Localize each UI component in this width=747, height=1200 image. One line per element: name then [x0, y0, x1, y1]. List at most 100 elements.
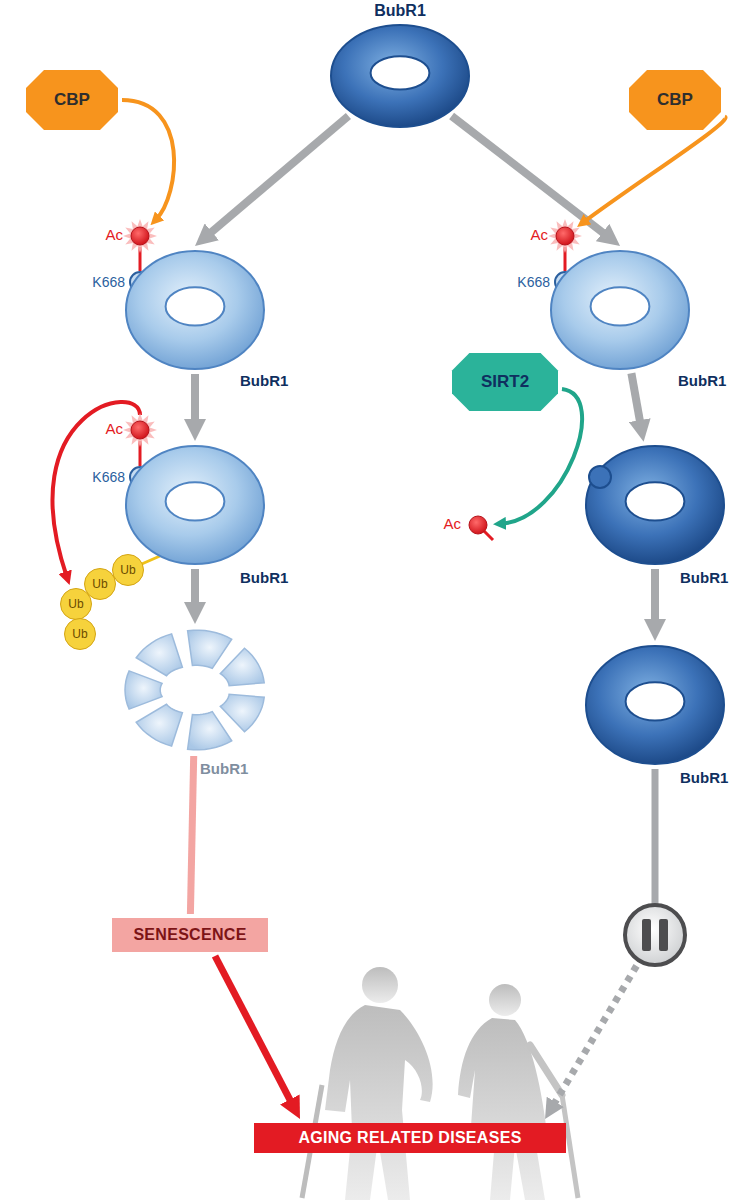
- outcome-label: AGING RELATED DISEASES: [298, 1129, 521, 1147]
- connector: [195, 569, 196, 611]
- enzyme-name: CBP: [657, 90, 693, 110]
- enzyme-octagon: CBP: [26, 70, 118, 130]
- connector: [215, 956, 294, 1107]
- connector: [190, 756, 193, 914]
- protein-fragment: [136, 704, 182, 746]
- acetyl-stem: [484, 531, 493, 540]
- ubiquitin-label: Ub: [92, 577, 107, 591]
- text-holder: Ub: [61, 589, 91, 619]
- ubiquitin: Ub: [64, 618, 96, 650]
- connector-line: [205, 116, 348, 238]
- acetyl-dot: [131, 421, 149, 439]
- text-holder: CBP: [629, 70, 721, 130]
- connector: [205, 116, 348, 238]
- connector-line: [190, 756, 193, 914]
- protein-shape: [330, 24, 470, 128]
- connector-line: [583, 117, 725, 223]
- bubr1-protein: BubR1: [585, 445, 725, 565]
- connector-line: [215, 956, 294, 1107]
- connector-line: [651, 569, 659, 628]
- connector-line: [652, 769, 659, 935]
- protein-label: BubR1: [374, 2, 426, 20]
- connector-line: [52, 402, 140, 577]
- octagon-fill: [629, 70, 721, 130]
- acetyl-group: Ac: [129, 419, 151, 441]
- connector: [655, 569, 656, 628]
- protein-shape: [125, 250, 265, 370]
- protein-shape: [585, 445, 725, 565]
- bubr1-protein: BubR1: [550, 250, 690, 370]
- outcome-band: SENESCENCE: [112, 918, 268, 952]
- connector: [52, 402, 140, 577]
- protein-shape: [585, 645, 725, 765]
- protein-fragment: [220, 648, 264, 685]
- ubiquitin-label: Ub: [72, 627, 87, 641]
- acetyl-glow: [123, 219, 157, 253]
- residue-label: K668: [517, 274, 550, 290]
- deacetylated-k668-site: [589, 466, 611, 488]
- acetyl-label: Ac: [443, 515, 461, 532]
- protein-shape: [125, 445, 265, 565]
- ubiquitin-label: Ub: [120, 563, 135, 577]
- protein-ring: [586, 446, 724, 564]
- acetyl-mark: [554, 225, 576, 247]
- text-holder: SENESCENCE: [112, 918, 268, 952]
- text-holder: Ub: [65, 619, 95, 649]
- text-holder: CBP: [26, 70, 118, 130]
- protein-label: BubR1: [680, 569, 728, 586]
- protein-label: BubR1: [240, 569, 288, 586]
- text-holder: Ub: [113, 555, 143, 585]
- bubr1-protein: BubR1: [585, 645, 725, 765]
- protein-ring: [126, 446, 264, 564]
- connector-line: [551, 935, 655, 1109]
- protein-label: BubR1: [240, 372, 288, 389]
- protein-shape: [123, 628, 267, 752]
- residue-label: K668: [92, 274, 125, 290]
- acetyl-label: Ac: [530, 226, 548, 243]
- protein-fragment: [136, 634, 182, 676]
- protein-fragment: [220, 694, 264, 731]
- protein-ring: [331, 25, 469, 127]
- acetyl-group: Ac: [554, 225, 576, 247]
- degraded-bubr1: BubR1: [123, 628, 267, 752]
- connector-line: [122, 100, 174, 220]
- ubiquitin-label: Ub: [68, 597, 83, 611]
- protein-fragment: [188, 630, 232, 668]
- bubr1-protein: BubR1: [125, 445, 265, 565]
- text-holder: SIRT2: [452, 353, 558, 411]
- connector: [631, 373, 641, 429]
- acetyl-glow: [548, 219, 582, 253]
- residue-label: K668: [92, 469, 125, 485]
- octagon-fill: [26, 70, 118, 130]
- connector: [583, 117, 725, 223]
- outcome-band: AGING RELATED DISEASES: [254, 1123, 566, 1153]
- acetyl-group: Ac: [467, 514, 489, 536]
- outcome-label: SENESCENCE: [133, 926, 246, 944]
- ubiquitin: Ub: [60, 588, 92, 620]
- enzyme-name: SIRT2: [481, 372, 529, 392]
- connector-line: [191, 374, 199, 428]
- text-holder: AGING RELATED DISEASES: [254, 1123, 566, 1153]
- bubr1-protein: BubR1: [125, 250, 265, 370]
- acetyl-label: Ac: [105, 420, 123, 437]
- octagon-fill: [452, 353, 558, 411]
- enzyme-octagon: CBP: [629, 70, 721, 130]
- acetyl-group: Ac: [129, 225, 151, 247]
- connector-line: [191, 569, 199, 611]
- acetyl-mark: [129, 225, 151, 247]
- protein-fragment: [125, 671, 162, 709]
- protein-ring: [586, 646, 724, 764]
- acetyl-dot: [131, 227, 149, 245]
- acetyl-mark: [467, 514, 489, 536]
- acetyl-dot: [556, 227, 574, 245]
- protein-ring: [126, 251, 264, 369]
- pause-symbol: [625, 905, 685, 965]
- bubr1-protein: BubR1: [330, 24, 470, 128]
- protein-ring: [551, 251, 689, 369]
- enzyme-octagon: SIRT2: [452, 353, 558, 411]
